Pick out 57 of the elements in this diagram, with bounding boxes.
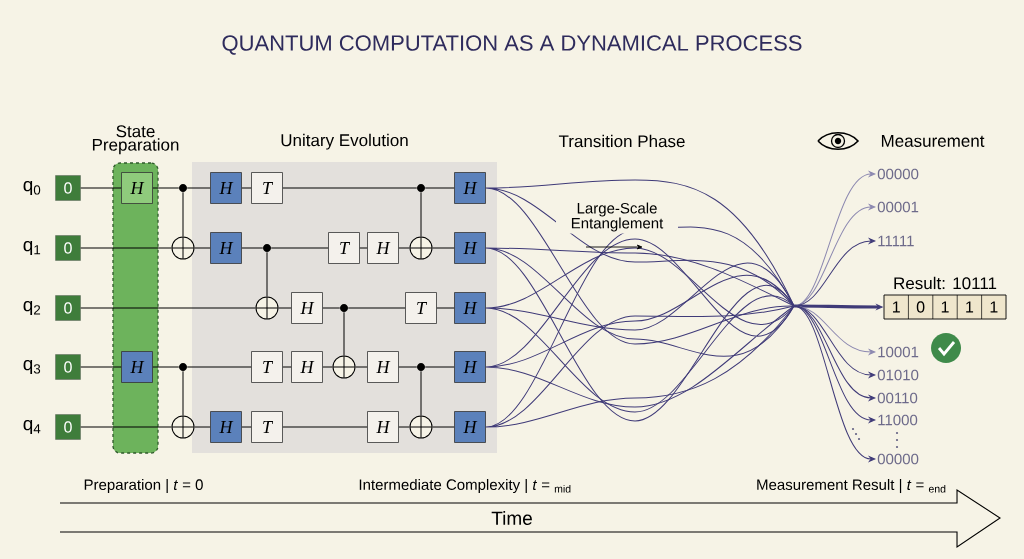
gate-box: H bbox=[210, 411, 242, 443]
target-symbol bbox=[409, 236, 433, 260]
qubit-label: q$_{4}$ bbox=[23, 419, 41, 435]
node-label: 1 bbox=[990, 301, 998, 313]
gate-box: H bbox=[454, 411, 486, 443]
gate-box: T bbox=[251, 411, 283, 443]
qubit-label: q$_{1}$ bbox=[23, 240, 41, 256]
qubit-label: q$_{3}$ bbox=[23, 359, 41, 375]
gate-box: H bbox=[454, 172, 486, 204]
gate-box: H bbox=[454, 351, 486, 383]
gate-box: H bbox=[454, 292, 486, 324]
phase-note: Large-Scale Entanglement bbox=[556, 200, 678, 234]
outcome-text: 00001 bbox=[877, 201, 919, 213]
target-symbol bbox=[171, 415, 195, 439]
initial-state-box: 0 bbox=[55, 354, 81, 380]
outcome-text: 00110 bbox=[877, 392, 918, 404]
gate-box: H bbox=[454, 232, 486, 264]
gate-box: T bbox=[251, 172, 283, 204]
gate-box: H bbox=[210, 232, 242, 264]
outcome-text: 10001 bbox=[878, 346, 919, 358]
qubit-label: q$_{0}$ bbox=[23, 180, 41, 196]
gate-box: H bbox=[291, 292, 323, 324]
initial-state-box: 0 bbox=[55, 295, 81, 321]
node-label: 1 bbox=[892, 301, 900, 313]
region-heading: Unitary Evolution bbox=[281, 133, 408, 150]
outcome-text: 00000 bbox=[877, 453, 919, 465]
target-symbol bbox=[255, 296, 279, 320]
initial-state-box: 0 bbox=[55, 235, 81, 261]
gate-box: H bbox=[121, 351, 153, 383]
qubit-label: q$_{2}$ bbox=[23, 300, 41, 316]
target-symbol bbox=[332, 355, 356, 379]
outcome-text: 01010 bbox=[877, 369, 919, 381]
gate-box: H bbox=[291, 351, 323, 383]
title: QUANTUM COMPUTATION AS A DYNAMICAL PROCESS bbox=[222, 35, 802, 55]
outcome-text: 11111 bbox=[878, 235, 914, 247]
phase-heading: Transition Phase bbox=[558, 134, 685, 148]
initial-state-box: 0 bbox=[55, 175, 81, 201]
target-symbol bbox=[171, 236, 195, 260]
outcome-text: 00000 bbox=[877, 168, 919, 180]
node-label: 1 bbox=[941, 301, 949, 313]
gate-box: T bbox=[251, 351, 283, 383]
band-heading: State Preparation bbox=[92, 125, 179, 155]
result-register: 1 0 1 1 1 bbox=[883, 294, 1007, 320]
node-label: 1 bbox=[966, 301, 974, 313]
gate-box: T bbox=[405, 292, 437, 324]
gate-box: T bbox=[328, 232, 360, 264]
outcome-text: 11000 bbox=[878, 414, 918, 426]
result-heading: Result: 10111 bbox=[894, 276, 997, 290]
gate-box: H bbox=[210, 172, 242, 204]
node-label: 0 bbox=[916, 301, 925, 313]
gate-box: H bbox=[367, 232, 399, 264]
gate-box: H bbox=[367, 411, 399, 443]
gate-box: H bbox=[367, 351, 399, 383]
phase-heading: Measurement bbox=[881, 135, 985, 147]
target-symbol bbox=[409, 415, 433, 439]
initial-state-box: 0 bbox=[55, 414, 81, 440]
gate-box: H bbox=[121, 172, 153, 204]
